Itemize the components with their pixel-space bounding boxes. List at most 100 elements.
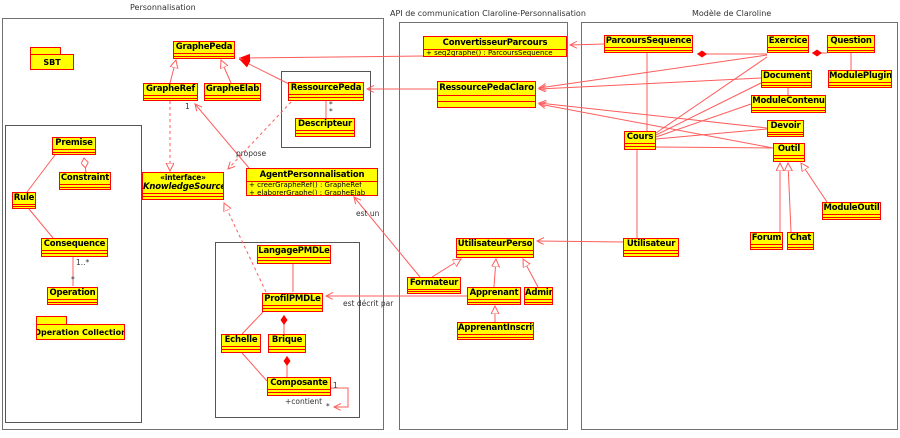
class-RessourcePedaClaro: RessourcePedaClaro <box>437 81 536 108</box>
class-name-Echelle: Echelle <box>224 335 258 345</box>
class-name-AgentPersonnalisation: AgentPersonnalisation <box>259 170 365 180</box>
empty-compartment <box>269 349 305 352</box>
class-Question: Question <box>827 35 875 53</box>
empty-compartment <box>468 301 520 305</box>
section-title-personnalisation: Personnalisation <box>130 3 196 12</box>
class-name-ProfilPMDLe: ProfilPMDLe <box>264 294 321 304</box>
empty-compartment <box>752 109 825 113</box>
edge-label--: * <box>326 402 330 411</box>
class-ModulePlugin: ModulePlugin <box>828 70 892 88</box>
edge-cours-devoir <box>655 128 768 140</box>
class-name-Utilisateur: Utilisateur <box>626 239 676 249</box>
class-name-Exercice: Exercice <box>768 36 808 46</box>
class-ModuleOutil: ModuleOutil <box>822 202 881 220</box>
class-name-Document: Document <box>762 71 811 81</box>
class-name-RessourcePeda: RessourcePeda <box>290 83 362 93</box>
empty-compartment <box>458 334 533 337</box>
edge-outil-to-ressourcepedaclaro <box>539 104 774 149</box>
class-AgentPersonnalisation: AgentPersonnalisation+ creerGrapheRef() … <box>246 168 378 196</box>
class-Cours: Cours <box>624 131 656 150</box>
class-name-Brique: Brique <box>271 335 303 345</box>
class-UtilisateurPerso: UtilisateurPerso <box>456 238 534 258</box>
empty-compartment <box>458 336 533 340</box>
method-label: + seq2graphe() : ParcoursSequence <box>426 49 553 56</box>
class-name-Constraint: Constraint <box>60 173 110 183</box>
container-pmdl-group <box>215 242 360 418</box>
edge-ressourcepeda-propose-knowledgesource <box>228 101 292 169</box>
package-SBT: SBT <box>30 54 74 70</box>
empty-compartment <box>174 55 234 59</box>
class-Operation: Operation <box>47 287 98 305</box>
edge-label-1-: 1..* <box>76 258 90 267</box>
empty-compartment <box>788 246 813 250</box>
empty-compartment <box>768 134 803 136</box>
empty-compartment <box>762 82 811 85</box>
empty-compartment <box>296 133 354 136</box>
edge-cours-exercice <box>655 56 768 134</box>
class-name-ModuleOutil: ModuleOutil <box>823 203 880 213</box>
class-name-ParcoursSequence: ParcoursSequence <box>605 36 692 46</box>
edge-rule-consequence <box>28 208 54 239</box>
empty-compartment <box>768 49 808 53</box>
class-ModuleContenu: ModuleContenu <box>751 95 826 113</box>
package-OperationCollection: Operation Collection <box>36 324 125 340</box>
class-ApprenantInscrit: ApprenantInscrit <box>457 322 534 340</box>
class-Exercice: Exercice <box>767 35 809 53</box>
class-name-LangagePMDLe: LangagePMDLe <box>258 246 330 256</box>
class-name-text: KnowledgeSource <box>143 182 223 192</box>
empty-compartment <box>408 291 460 293</box>
empty-compartment <box>438 95 535 101</box>
empty-compartment <box>625 146 655 149</box>
empty-compartment <box>258 260 330 263</box>
empty-compartment <box>269 346 305 349</box>
empty-compartment <box>268 389 330 392</box>
stereotype-label: «interface» <box>160 173 206 182</box>
empty-compartment <box>143 193 223 196</box>
edge-premise-aggregates-constraint <box>84 158 86 173</box>
empty-compartment <box>296 130 354 133</box>
empty-compartment <box>263 308 322 311</box>
edge-ressourcepeda-to-graphepeda <box>238 58 290 85</box>
edge-exercice-to-ressourcepedaclaro <box>539 54 768 88</box>
class-name-KnowledgeSource: «interface»KnowledgeSource <box>143 173 223 193</box>
class-name-Premise: Premise <box>55 138 93 148</box>
edge-formateur-extends-utilisateurperso <box>431 259 461 278</box>
empty-compartment <box>205 97 260 101</box>
empty-compartment <box>289 94 363 97</box>
edge-echelle-composante <box>241 352 268 382</box>
edge-document-to-ressourcepedaclaro <box>539 77 762 89</box>
empty-compartment <box>48 299 97 302</box>
class-Chat: Chat <box>787 232 814 250</box>
class-name-Composante: Composante <box>270 378 328 388</box>
empty-compartment <box>53 151 95 155</box>
class-Admin: Admin <box>524 287 553 305</box>
empty-compartment <box>468 299 520 302</box>
class-name-Consequence: Consequence <box>43 239 106 249</box>
edge-grapheref-extends-graphepeda <box>169 60 176 84</box>
edge-label--: * <box>71 275 75 284</box>
edge-grapheelab-extends-graphepeda <box>221 60 232 84</box>
empty-compartment <box>625 143 655 146</box>
class-name-GrapheRef: GrapheRef <box>145 84 195 94</box>
edge-apprenant-extends-utilisateurperso <box>494 259 496 288</box>
empty-compartment <box>525 301 552 305</box>
class-methods-ConvertisseurParcours: + seq2graphe() : ParcoursSequence <box>424 49 566 56</box>
class-name-ConvertisseurParcours: ConvertisseurParcours <box>442 38 548 48</box>
empty-compartment <box>525 299 552 302</box>
empty-compartment <box>751 246 782 250</box>
empty-compartment <box>828 47 874 50</box>
empty-compartment <box>823 216 880 220</box>
empty-compartment <box>762 84 811 88</box>
section-api-communication <box>399 22 568 430</box>
edge-label-est-un: est un <box>356 209 380 218</box>
edge-profilpmdle-implements-knowledgesource <box>224 203 267 293</box>
class-Utilisateur: Utilisateur <box>623 238 679 257</box>
class-name-Outil: Outil <box>777 144 801 154</box>
class-name-Rule: Rule <box>13 193 35 203</box>
class-GrapheRef: GrapheRef <box>143 83 198 101</box>
class-LangagePMDLe: LangagePMDLe <box>257 245 331 264</box>
empty-compartment <box>42 250 107 253</box>
edge-cours-modulecontenu <box>655 103 752 138</box>
empty-compartment <box>263 305 322 308</box>
